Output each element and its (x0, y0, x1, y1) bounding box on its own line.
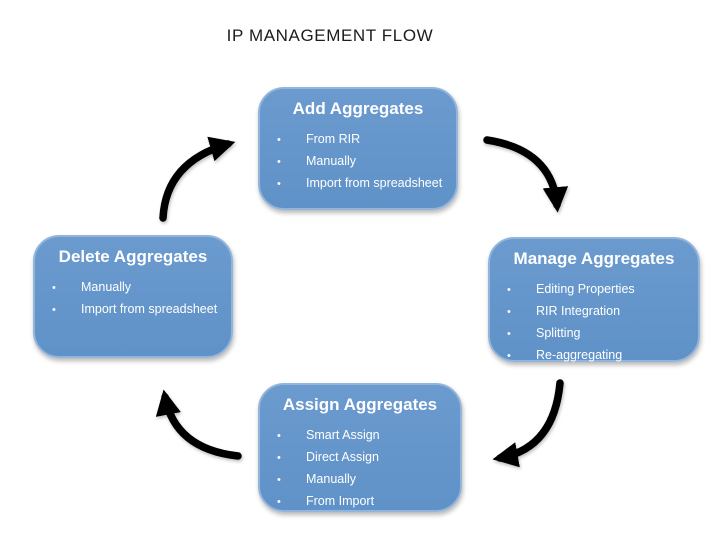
list-item-label: Manually (306, 154, 357, 168)
bullet-icon: • (507, 306, 511, 318)
bullet-icon: • (507, 284, 511, 296)
bullet-icon: • (507, 350, 511, 362)
list-item: • Manually (52, 276, 223, 298)
node-assign-aggregates: Assign Aggregates • Smart Assign • Direc… (258, 383, 462, 512)
node-manage-bullet-list: • Editing Properties • RIR Integration •… (490, 278, 698, 366)
list-item-label: Import from spreadsheet (81, 302, 218, 316)
list-item: • Direct Assign (277, 446, 452, 468)
list-item: • Splitting (507, 322, 690, 344)
bullet-icon: • (507, 328, 511, 340)
list-item: • Smart Assign (277, 424, 452, 446)
list-item: • Import from spreadsheet (277, 172, 448, 194)
list-item: • From Import (277, 490, 452, 512)
list-item-label: Manually (306, 472, 357, 486)
node-add-aggregates: Add Aggregates • From RIR • Manually • I… (258, 87, 458, 210)
list-item: • Manually (277, 468, 452, 490)
list-item: • RIR Integration (507, 300, 690, 322)
list-item-label: Manually (81, 280, 132, 294)
bullet-icon: • (277, 430, 281, 442)
list-item-label: Smart Assign (306, 428, 380, 442)
list-item: • From RIR (277, 128, 448, 150)
list-item-label: Re-aggregating (536, 348, 623, 362)
list-item: • Manually (277, 150, 448, 172)
bullet-icon: • (277, 452, 281, 464)
list-item-label: Editing Properties (536, 282, 635, 296)
node-delete-title: Delete Aggregates (58, 247, 208, 266)
bullet-icon: • (277, 178, 281, 190)
node-add-bullet-list: • From RIR • Manually • Import from spre… (260, 128, 456, 194)
bullet-icon: • (52, 304, 56, 316)
arrow-add-to-manage (483, 136, 569, 213)
list-item-label: RIR Integration (536, 304, 621, 318)
list-item: • Re-aggregating (507, 344, 690, 366)
arrow-manage-to-assign (492, 379, 564, 468)
list-item-label: Splitting (536, 326, 581, 340)
node-add-title: Add Aggregates (292, 99, 424, 118)
list-item-label: Direct Assign (306, 450, 379, 464)
list-item-label: From RIR (306, 132, 361, 146)
bullet-icon: • (277, 156, 281, 168)
list-item-label: From Import (306, 494, 375, 508)
node-delete-aggregates: Delete Aggregates • Manually • Import fr… (33, 235, 233, 358)
node-assign-title: Assign Aggregates (282, 395, 438, 414)
bullet-icon: • (52, 282, 56, 294)
node-manage-title: Manage Aggregates (513, 249, 675, 268)
bullet-icon: • (277, 474, 281, 486)
diagram-title: IP MANAGEMENT FLOW (226, 26, 434, 45)
node-delete-bullet-list: • Manually • Import from spreadsheet (35, 276, 231, 320)
node-assign-bullet-list: • Smart Assign • Direct Assign • Manuall… (260, 424, 460, 512)
list-item: • Editing Properties (507, 278, 690, 300)
arrow-delete-to-add (159, 136, 236, 222)
node-manage-aggregates: Manage Aggregates • Editing Properties •… (488, 237, 700, 362)
arrow-assign-to-delete (155, 389, 242, 460)
bullet-icon: • (277, 496, 281, 508)
list-item-label: Import from spreadsheet (306, 176, 443, 190)
list-item: • Import from spreadsheet (52, 298, 223, 320)
bullet-icon: • (277, 134, 281, 146)
